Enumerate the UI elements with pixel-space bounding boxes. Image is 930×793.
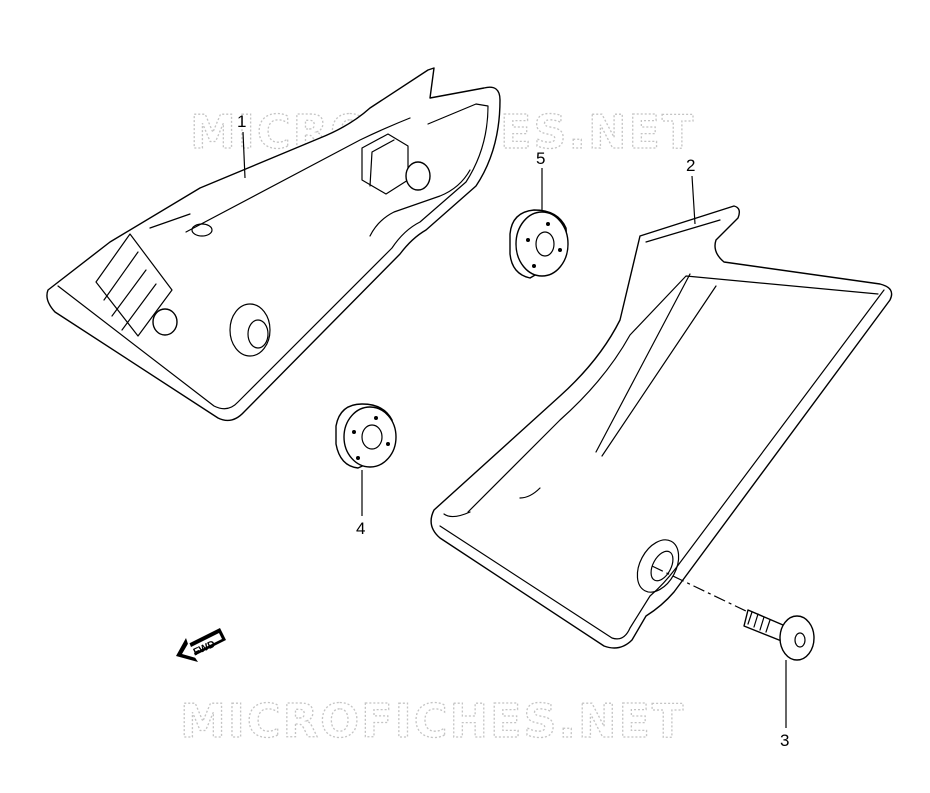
callout-3: 3 xyxy=(780,731,789,750)
assembly-centerline xyxy=(651,565,749,613)
callout-1: 1 xyxy=(237,112,246,131)
part-3-screw xyxy=(743,609,815,661)
callout-2: 2 xyxy=(686,156,695,175)
callout-5: 5 xyxy=(536,149,545,168)
part-5-grommet xyxy=(509,209,569,279)
callout-4: 4 xyxy=(356,519,365,538)
leader-line-1 xyxy=(242,131,246,179)
fwd-arrow-icon: FWD xyxy=(176,628,226,662)
part-1-side-cover-left xyxy=(46,67,501,422)
part-2-side-cover-right xyxy=(430,205,893,649)
watermark-bottom: MICROFICHES.NET xyxy=(180,694,685,748)
part-4-grommet xyxy=(335,403,397,469)
leader-line-2 xyxy=(691,175,696,225)
